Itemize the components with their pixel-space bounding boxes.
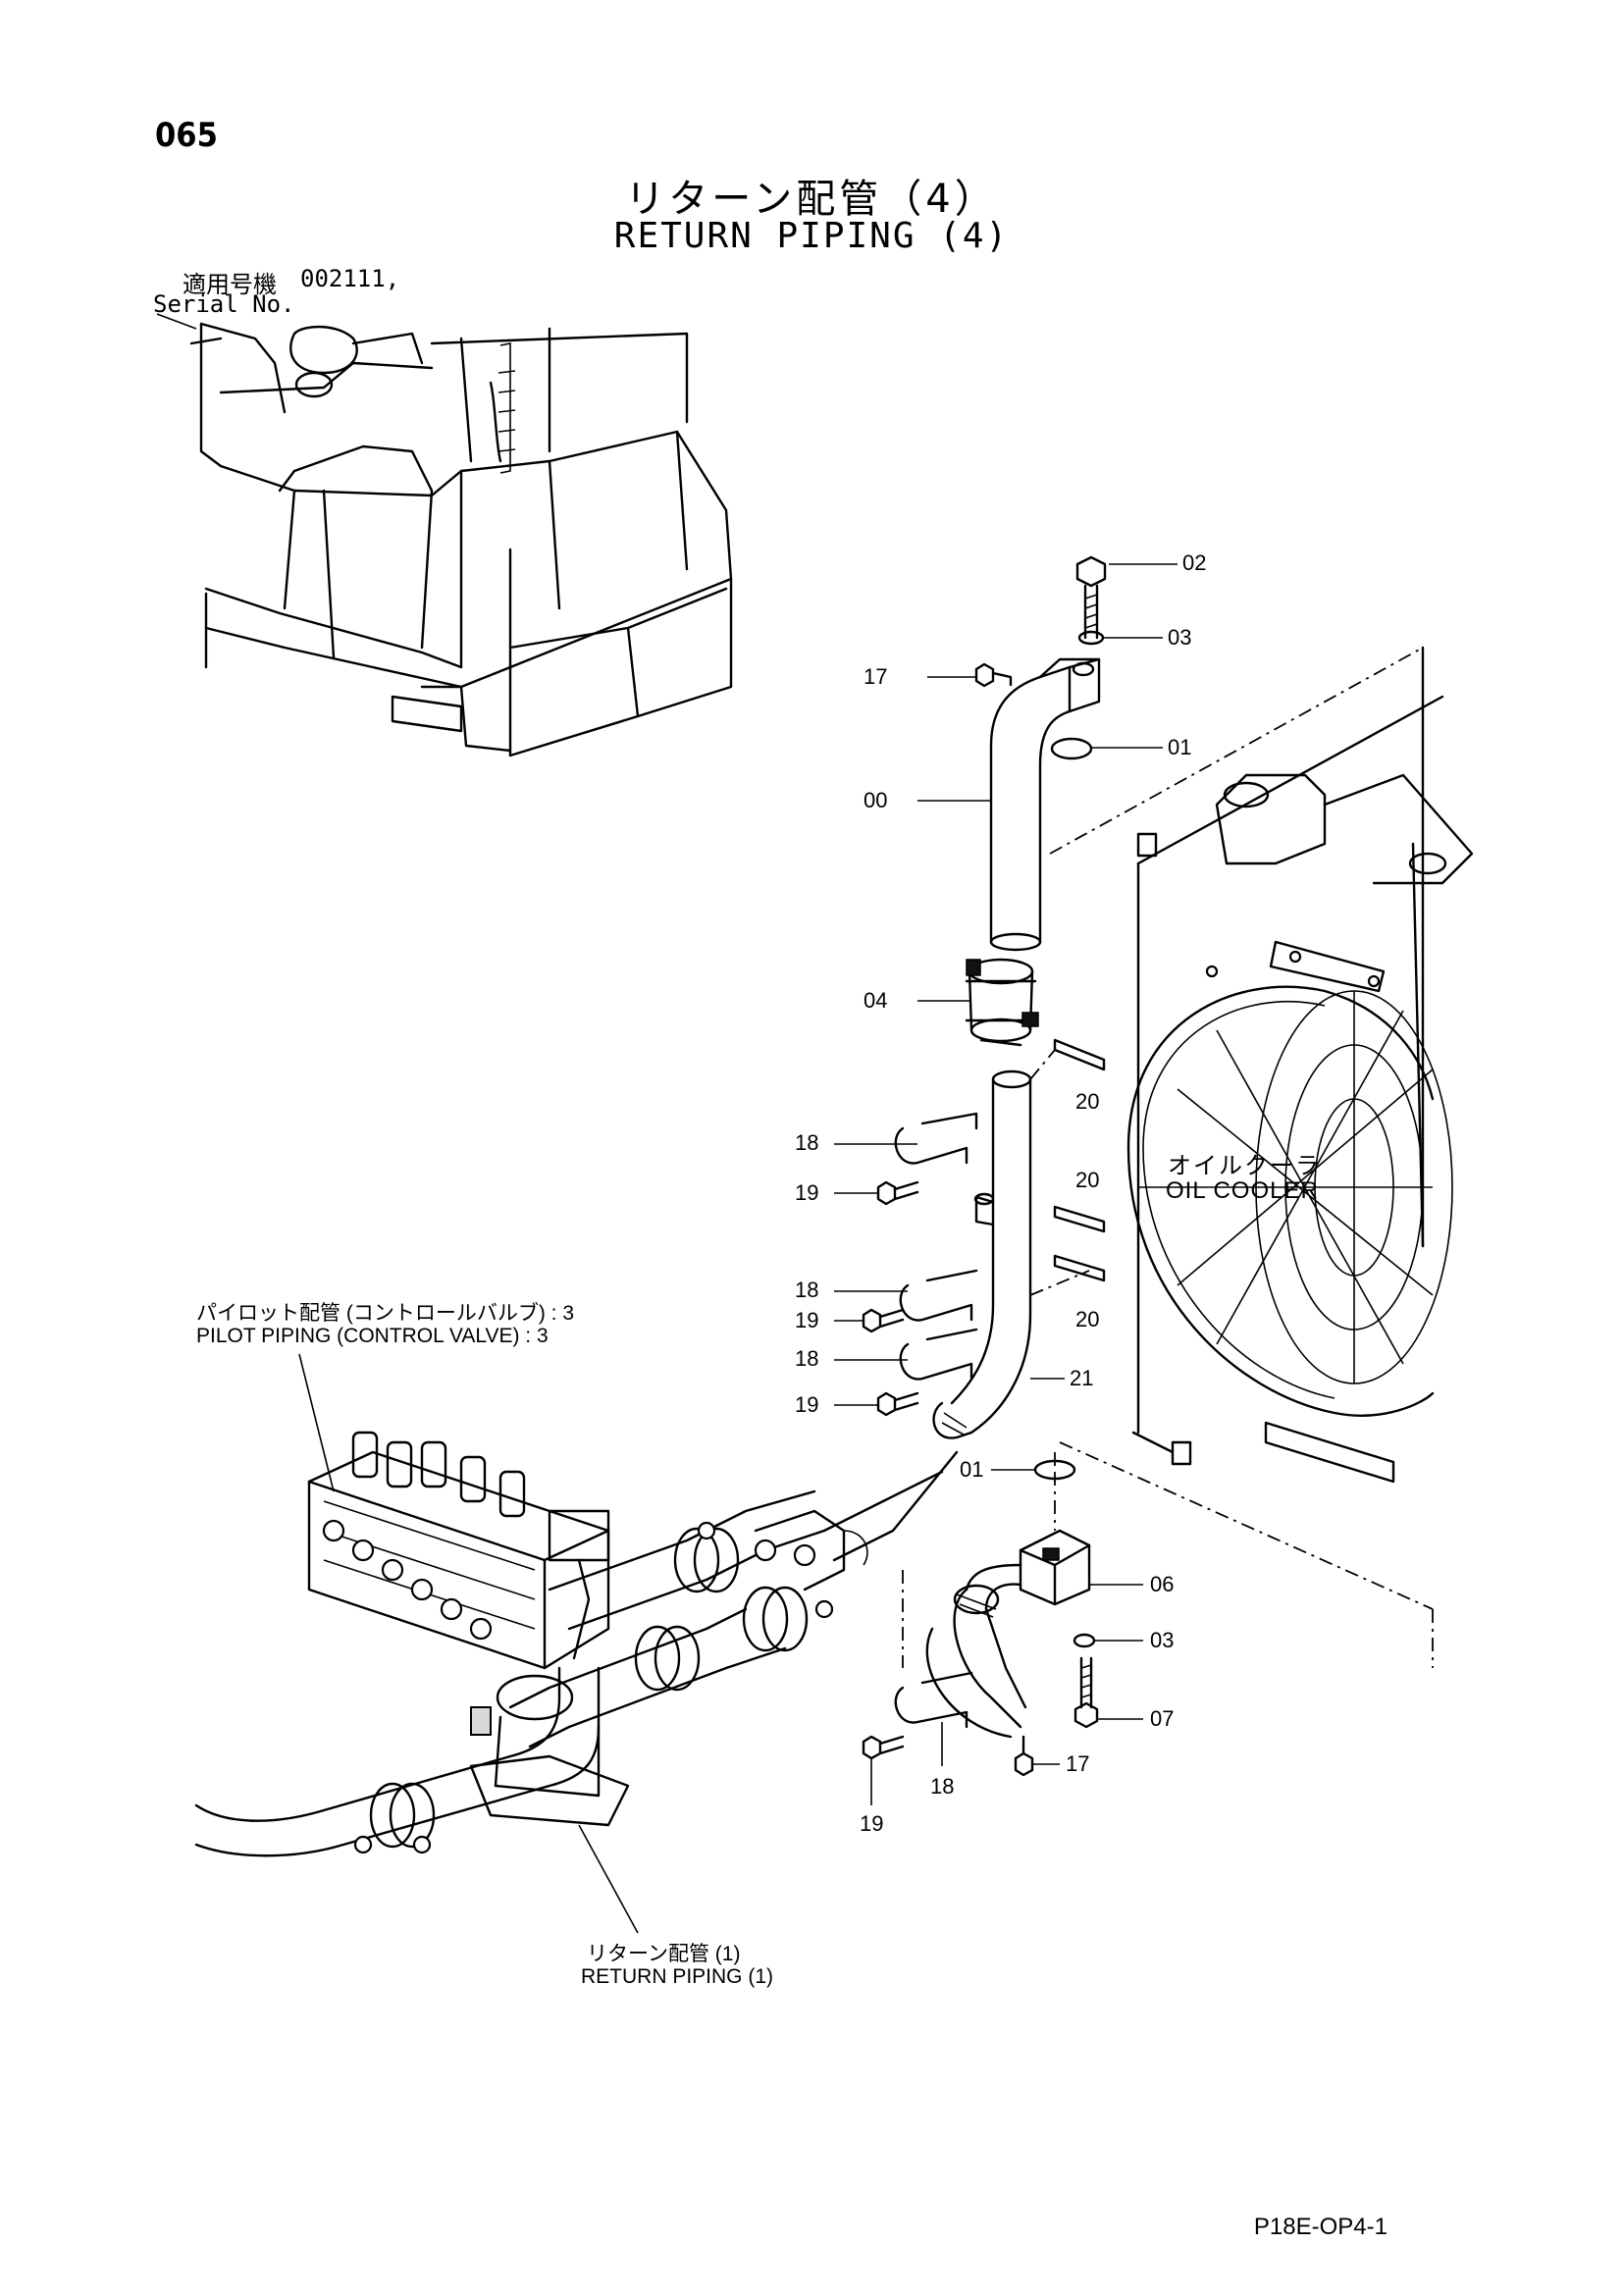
bolt-19-middle: [862, 1308, 905, 1333]
label-oil-cooler-ja: オイルクーラ: [1168, 1153, 1321, 1179]
callout-18-bottom: 18: [930, 1774, 955, 1799]
callout-02: 02: [1182, 550, 1207, 575]
control-valve-assembly: [307, 1431, 610, 1670]
callout-18-lower: 18: [795, 1346, 819, 1371]
label-return-piping-1-en: RETURN PIPING (1): [581, 1965, 774, 1988]
page-number: 065: [155, 116, 218, 155]
callout-20-upper: 20: [1075, 1089, 1100, 1114]
bolt-07: [1073, 1656, 1099, 1729]
bolt-19-lower: [876, 1391, 919, 1417]
footer-drawing-code: P18E-OP4-1: [1253, 2214, 1387, 2240]
washer-03-upper: [1077, 630, 1105, 646]
callout-03-upper: 03: [1168, 625, 1192, 650]
callout-07: 07: [1150, 1706, 1175, 1731]
callout-01-lower: 01: [960, 1457, 984, 1482]
clamp-bracket-18-lower: [899, 1328, 978, 1381]
clamp-bracket-18-middle: [899, 1269, 978, 1322]
callout-19-lower: 19: [795, 1392, 819, 1417]
callout-03-lower: 03: [1150, 1628, 1175, 1652]
bolt-19-bottom: [862, 1735, 905, 1760]
serial-number: 002111,: [300, 265, 400, 292]
callout-18-upper: 18: [795, 1130, 819, 1155]
page-title-english: RETURN PIPING (4): [613, 216, 1010, 256]
bolt-17-lower: [1014, 1735, 1034, 1777]
callout-04: 04: [864, 988, 888, 1013]
oil-cooler-illustration: [1049, 646, 1474, 1484]
return-pipe-lower-21: [932, 1070, 1032, 1439]
label-pilot-piping-en: PILOT PIPING (CONTROL VALVE) : 3: [196, 1325, 549, 1347]
callout-17-upper: 17: [864, 664, 888, 689]
machine-overview-illustration: [156, 313, 733, 757]
elbow-block-06: [925, 1529, 1091, 1739]
clamp-bracket-18-upper: [894, 1112, 978, 1165]
callout-19-upper: 19: [795, 1180, 819, 1205]
return-pipe-upper: [989, 657, 1101, 952]
callout-00: 00: [864, 788, 888, 812]
callout-20-middle: 20: [1075, 1168, 1100, 1192]
return-piping-1-assembly: [194, 1450, 959, 1857]
leader-lines: [298, 563, 1178, 1934]
serial-label-japanese: 適用号機: [183, 271, 277, 298]
bolt-02: [1075, 555, 1107, 640]
clamp-bracket-18-bottom: [894, 1671, 973, 1729]
callout-06: 06: [1150, 1572, 1175, 1596]
callout-21: 21: [1070, 1366, 1094, 1390]
callout-17-lower: 17: [1066, 1751, 1090, 1776]
plate-20-upper: [1053, 1038, 1106, 1071]
page-title-japanese: リターン配管（4）: [625, 177, 998, 222]
o-ring-01-upper: [1050, 737, 1093, 760]
plate-20-middle: [1053, 1205, 1106, 1233]
callout-20-lower: 20: [1075, 1307, 1100, 1331]
serial-label-english: Serial No.: [153, 290, 295, 318]
label-return-piping-1-ja: リターン配管 (1): [587, 1943, 741, 1965]
plate-20-lower: [1053, 1254, 1106, 1282]
bolt-19-upper: [876, 1180, 919, 1206]
hose-clamp-04: [965, 958, 1039, 1047]
label-oil-cooler-en: OIL COOLER: [1166, 1177, 1319, 1204]
callout-01-upper: 01: [1168, 735, 1192, 759]
label-pilot-piping-ja: パイロット配管 (コントロールバルブ) : 3: [196, 1302, 575, 1325]
callout-19-middle: 19: [795, 1308, 819, 1332]
callout-18-middle: 18: [795, 1278, 819, 1302]
callout-19-bottom: 19: [860, 1811, 884, 1836]
bolt-17-upper: [974, 662, 1013, 688]
washer-03-lower: [1073, 1633, 1096, 1648]
